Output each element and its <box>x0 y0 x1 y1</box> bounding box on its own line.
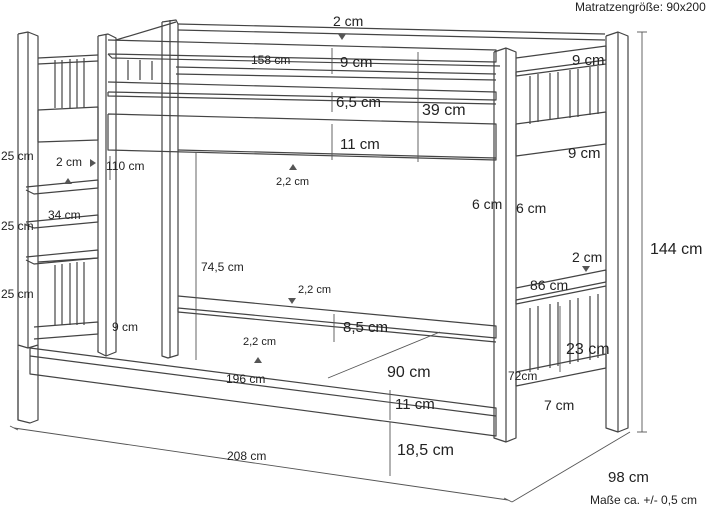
dim-lower-rail-height: 8,5 cm <box>343 319 389 336</box>
dim-ladder-bottom-9: 9 cm <box>112 320 139 334</box>
mattress-size-label: Matratzengröße: 90x200 <box>575 0 706 14</box>
dim-ladder-110: 110 cm <box>106 159 145 173</box>
dim-head-top-board: 9 cm <box>572 52 605 69</box>
dim-ladder-step-3: 25 cm <box>1 287 34 301</box>
dim-under-height: 74,5 cm <box>201 260 244 274</box>
arrowheads <box>64 34 590 363</box>
dim-total-depth: 98 cm <box>608 469 649 486</box>
upper-bunk-rails <box>108 20 605 358</box>
tolerance-note: Maße ca. +/- 0,5 cm <box>590 493 698 507</box>
dim-ladder-width: 34 cm <box>48 208 81 222</box>
dim-bottom-length-196: 196 cm <box>226 372 266 386</box>
dim-post-6a: 6 cm <box>472 196 503 212</box>
dimension-lines <box>10 32 647 502</box>
dim-bottom-rail-height: 11 cm <box>395 396 435 413</box>
dim-foot-width: 86 cm <box>530 277 569 293</box>
dim-slat-gap-low: 2,2 cm <box>243 336 277 348</box>
dim-lower-guard-rail: 11 cm <box>340 136 380 153</box>
dim-guard-height: 39 cm <box>422 102 466 119</box>
dim-floor-clearance: 18,5 cm <box>397 442 454 459</box>
dim-mattress-width: 90 cm <box>387 364 431 381</box>
dim-total-height: 144 cm <box>650 241 703 258</box>
dim-ladder-gap: 2 cm <box>56 155 83 169</box>
dim-foot-72: 72cm <box>508 369 538 383</box>
dim-ladder-step-2: 25 cm <box>1 219 34 233</box>
dim-foot-7: 7 cm <box>544 397 575 413</box>
dim-head-lower-board: 9 cm <box>568 145 601 162</box>
dim-foot-gap: 2 cm <box>572 249 603 265</box>
dim-slat-gap-mid: 2,2 cm <box>298 284 332 296</box>
dim-top-rail-height: 9 cm <box>340 54 373 71</box>
dim-middle-rail: 6,5 cm <box>336 94 382 111</box>
dim-total-length: 208 cm <box>227 449 267 463</box>
dim-post-6b: 6 cm <box>516 200 547 216</box>
lower-bunk-rails <box>18 296 496 436</box>
dim-slat-gap-top: 2,2 cm <box>276 176 310 188</box>
dim-ladder-step-1: 25 cm <box>1 149 34 163</box>
dim-top-rail-length: 158 cm <box>251 53 291 67</box>
dim-top-rail-gap: 2 cm <box>333 13 364 29</box>
dim-foot-slat-height: 23 cm <box>566 341 610 358</box>
right-end-frame <box>494 32 628 442</box>
left-end-frame <box>18 32 116 423</box>
